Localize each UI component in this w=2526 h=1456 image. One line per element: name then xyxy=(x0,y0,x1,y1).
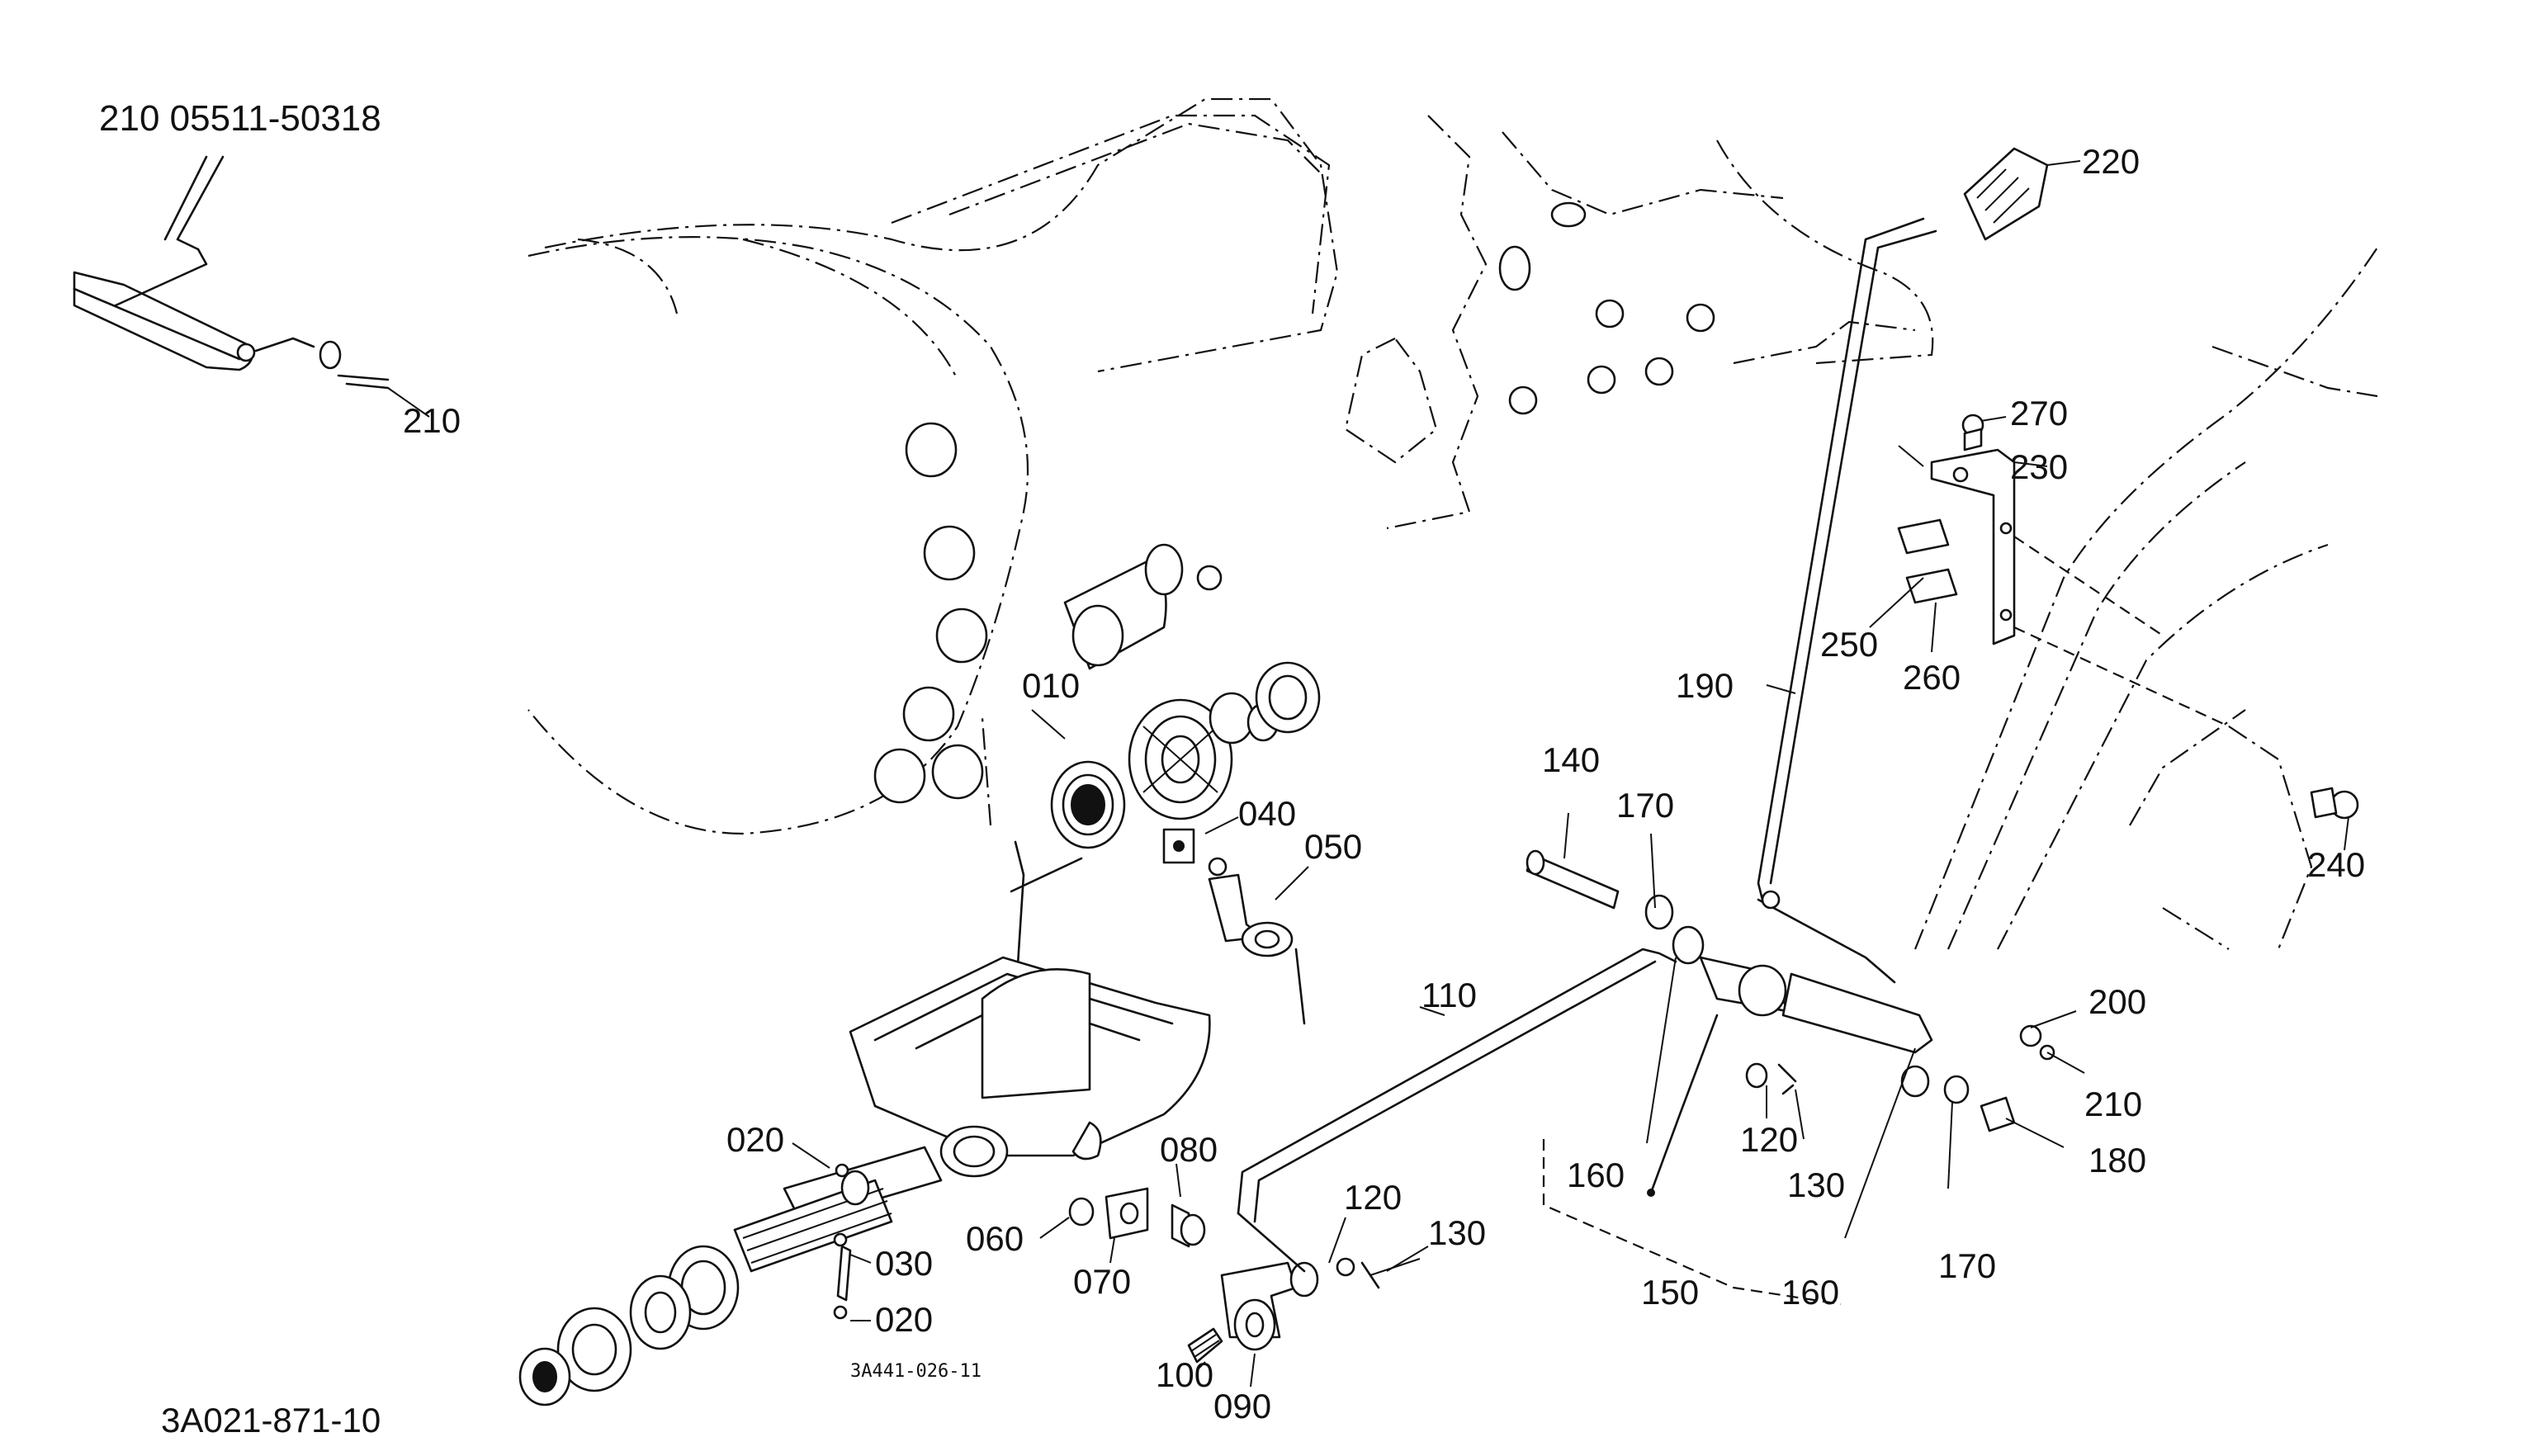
callout-010: 010 xyxy=(1022,666,1080,705)
callout-130-left: 130 xyxy=(1428,1213,1486,1252)
rod-110 xyxy=(1237,948,1677,1289)
callout-090: 090 xyxy=(1213,1387,1271,1425)
callout-050: 050 xyxy=(1304,827,1362,866)
main-shaft xyxy=(733,1146,943,1320)
callout-030: 030 xyxy=(875,1244,933,1283)
callout-110: 110 xyxy=(1421,976,1477,1014)
callout-020-bottom: 020 xyxy=(875,1300,933,1339)
inset-detail xyxy=(73,155,430,418)
callout-070: 070 xyxy=(1073,1262,1131,1301)
callout-120-left: 120 xyxy=(1344,1178,1402,1217)
callout-labels: 210 05511-50318 210 010 040 050 020 030 … xyxy=(99,98,2365,1439)
leader-lines xyxy=(792,160,2349,1387)
bearing xyxy=(1050,760,1126,849)
callout-220: 220 xyxy=(2082,142,2140,181)
callout-130-right: 130 xyxy=(1787,1165,1845,1204)
seal-stack xyxy=(518,1245,740,1406)
upper-right-housing xyxy=(1344,115,1934,530)
callout-200: 200 xyxy=(2088,982,2146,1021)
pedal-pivot xyxy=(1526,849,2055,1197)
callout-100: 100 xyxy=(1156,1355,1213,1394)
callout-270: 270 xyxy=(2010,394,2068,433)
figure-id: 3A021-871-10 xyxy=(161,1401,381,1439)
housing-bolt-bosses xyxy=(873,422,988,804)
callout-160-right: 160 xyxy=(1781,1273,1839,1312)
gear-010 xyxy=(1128,698,1233,820)
cab-outline xyxy=(1913,247,2378,950)
callout-210-right: 210 xyxy=(2084,1085,2142,1123)
lever-bracket xyxy=(1897,414,2359,820)
callout-150: 150 xyxy=(1641,1273,1699,1312)
callout-140: 140 xyxy=(1542,740,1600,779)
callout-180: 180 xyxy=(2088,1141,2146,1179)
callout-160-left: 160 xyxy=(1567,1156,1625,1194)
selector-arm xyxy=(1187,1261,1319,1364)
group-150-outline xyxy=(1542,1139,1842,1306)
drawing-reference: 3A441-026-11 xyxy=(850,1361,982,1382)
transmission-housing xyxy=(527,97,1339,835)
shift-case xyxy=(849,956,1211,1178)
callout-230: 230 xyxy=(2010,447,2068,486)
oring-plate-bolt xyxy=(1068,1187,1206,1248)
callout-210-inset: 210 xyxy=(403,401,461,440)
header-note: 210 05511-50318 xyxy=(99,98,381,139)
callout-040: 040 xyxy=(1238,794,1296,833)
callout-020-top: 020 xyxy=(726,1120,784,1159)
callout-120-right: 120 xyxy=(1740,1120,1798,1159)
callout-250: 250 xyxy=(1820,625,1878,664)
callout-060: 060 xyxy=(966,1219,1024,1258)
shift-lever xyxy=(1757,147,2049,984)
callout-260: 260 xyxy=(1903,658,1961,697)
callout-170-top: 170 xyxy=(1616,786,1674,825)
callout-170-bottom: 170 xyxy=(1938,1246,1996,1285)
gear-cluster xyxy=(1005,543,1321,1132)
callout-080: 080 xyxy=(1160,1130,1218,1169)
callout-190: 190 xyxy=(1676,666,1734,705)
shift-fork xyxy=(1162,828,1306,1025)
callout-240: 240 xyxy=(2307,845,2365,884)
